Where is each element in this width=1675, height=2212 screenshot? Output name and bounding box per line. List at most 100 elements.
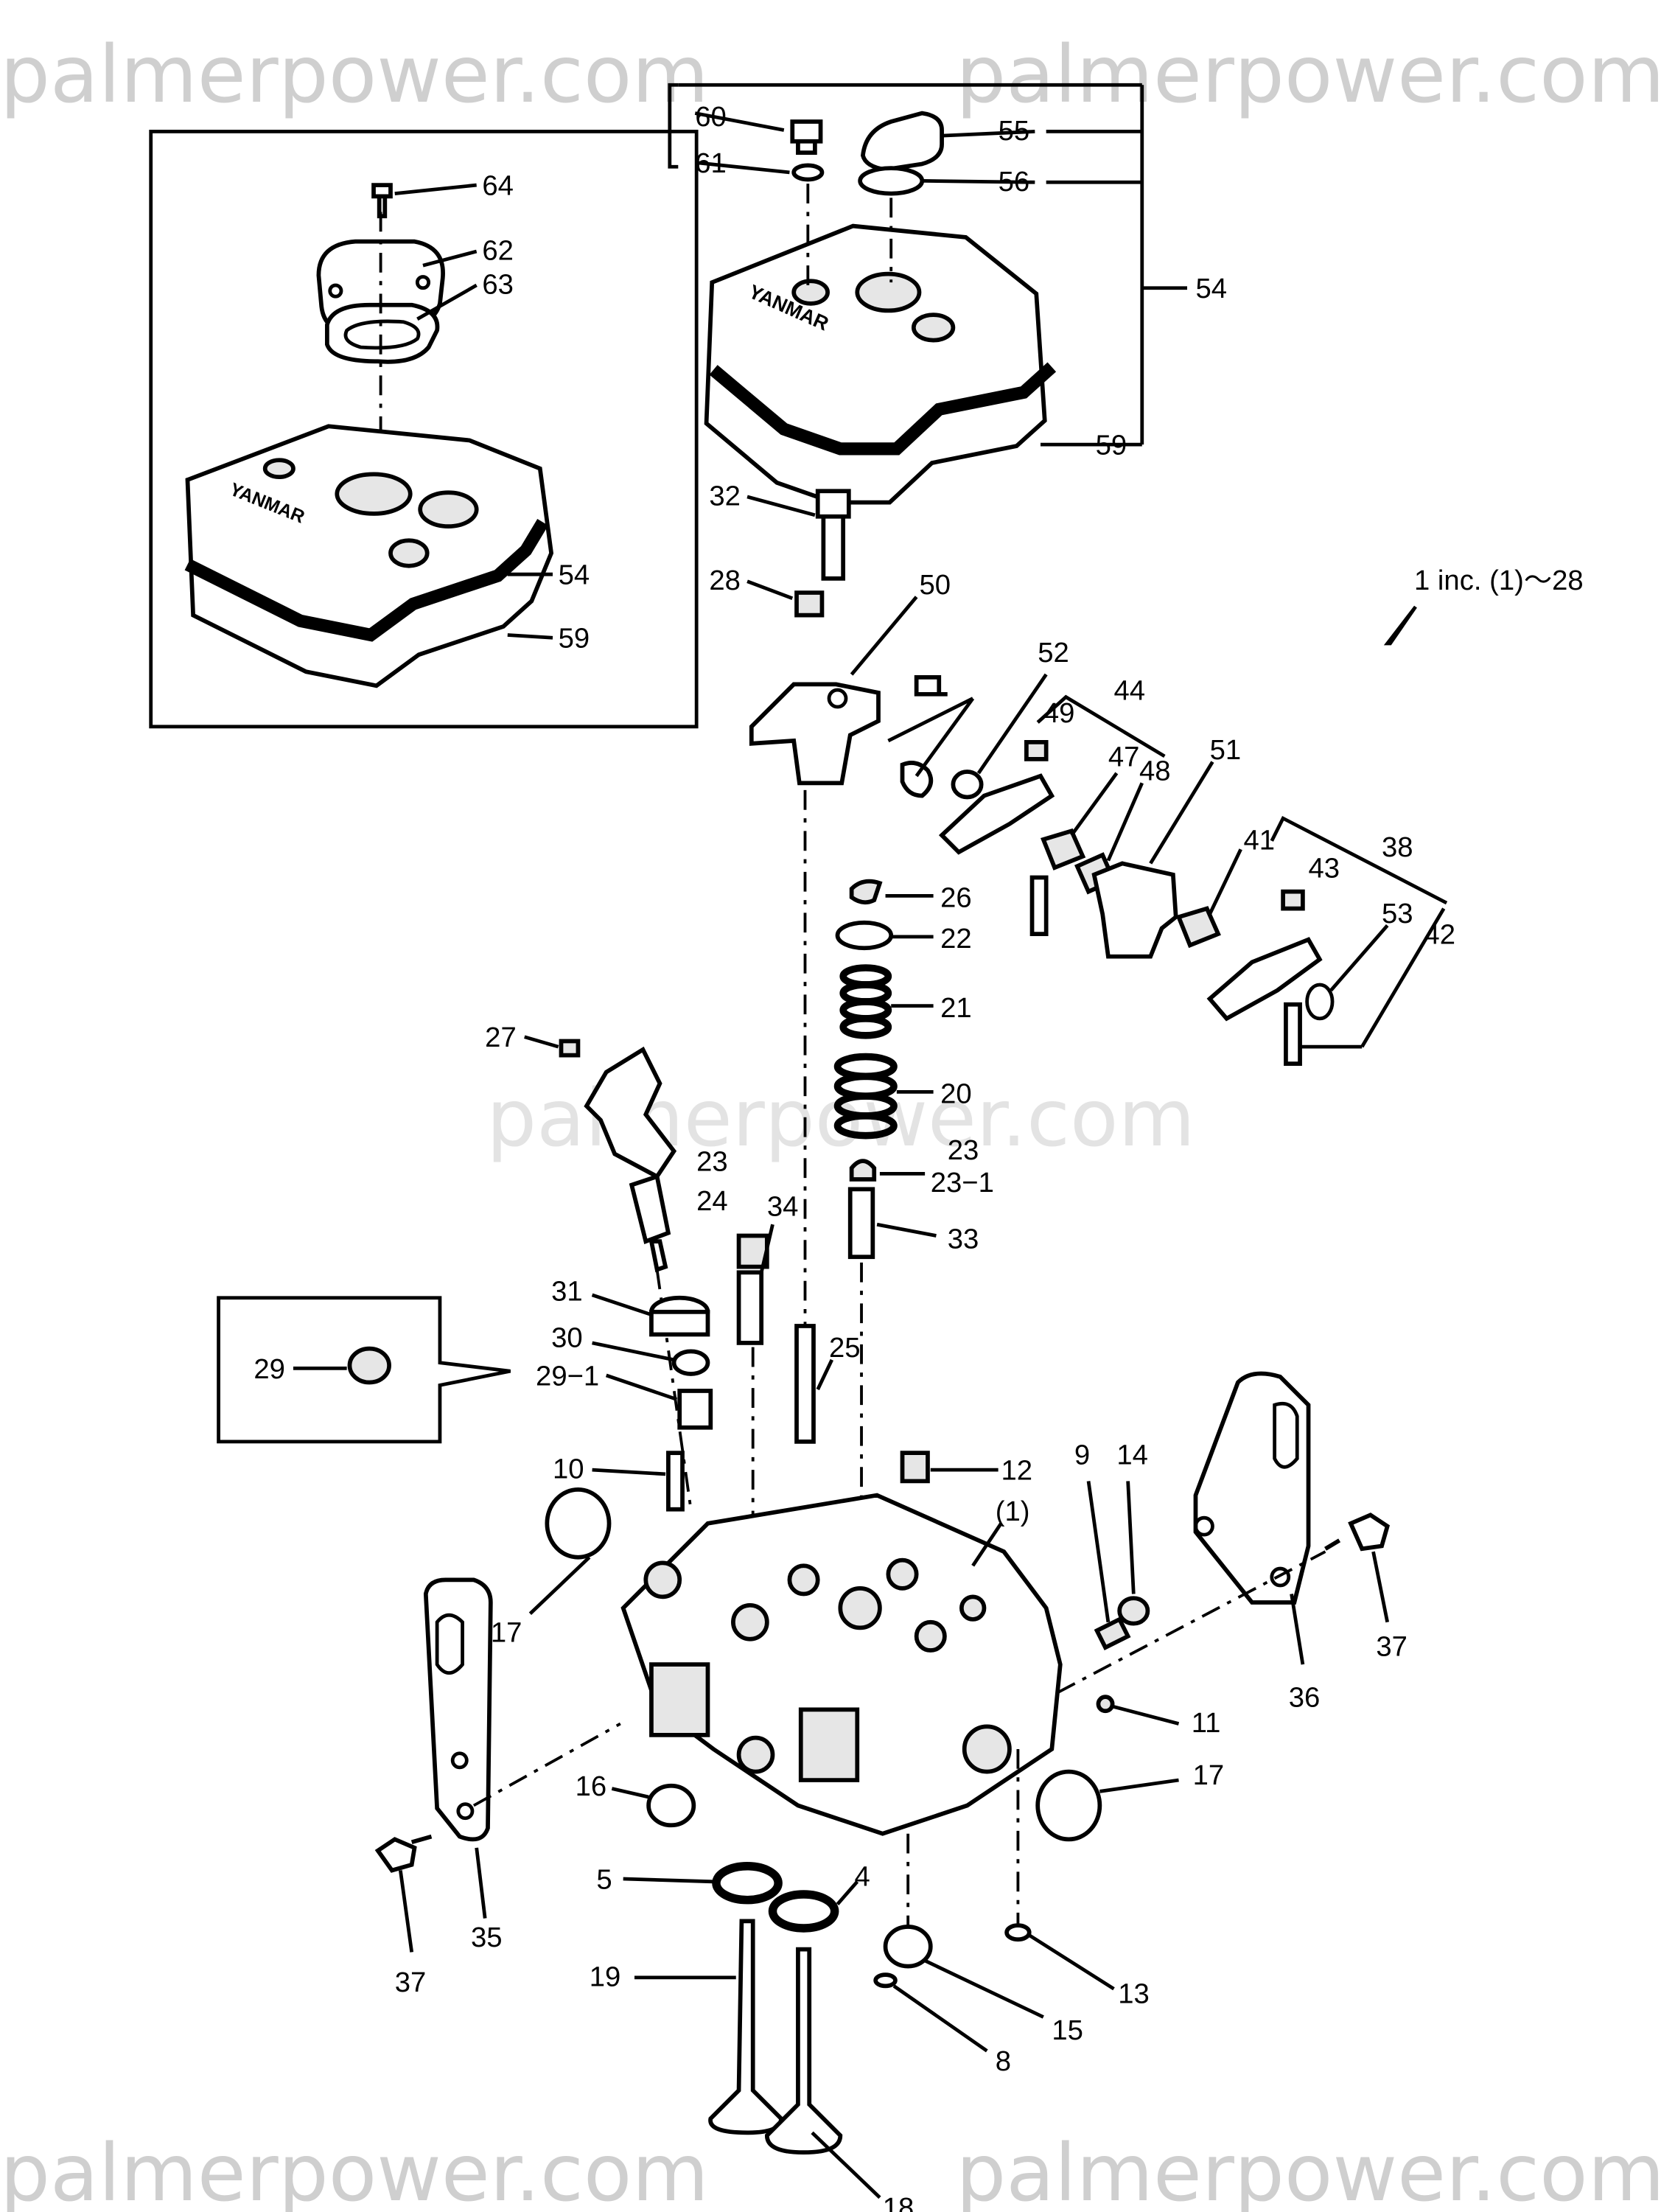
label-30: 30 [551, 1322, 583, 1354]
valve-train: 26 22 21 20 23 23−1 33 24 3 [696, 789, 994, 1665]
bolt-64 [371, 183, 393, 219]
cotter-26 [849, 879, 883, 905]
rocker-support-50 [749, 682, 881, 786]
label-31: 31 [551, 1276, 583, 1308]
spring-retainer-22 [835, 920, 894, 951]
washer-30 [671, 1349, 710, 1376]
rocker-cover-assembly: YANMAR 60 61 55 56 54 59 [668, 83, 1227, 505]
label-36: 36 [1289, 1682, 1321, 1714]
oil-filler-cap-55 [861, 111, 944, 172]
outer-spring-20 [833, 1053, 898, 1140]
circlip-53 [1305, 983, 1335, 1021]
callout-29 [217, 1296, 511, 1444]
rocker-arm-right [1206, 937, 1323, 1022]
cylinder-head-1 [620, 1493, 1063, 1836]
label-23-1: 23−1 [931, 1167, 994, 1199]
rocker-support-51 [1091, 861, 1178, 959]
plug-12 [900, 1451, 930, 1484]
label-49: 49 [1043, 697, 1075, 729]
rocker-cover-main [704, 223, 1047, 505]
fuel-injector [584, 1046, 677, 1179]
rocker-cover-alt [185, 424, 554, 688]
inset-frame [149, 130, 699, 729]
label-50: 50 [919, 569, 951, 601]
label-23-upper: 23 [948, 1134, 979, 1166]
nut-43 [1281, 889, 1305, 911]
bushing-41 [1175, 906, 1221, 949]
inset-alt-cover: YANMAR 64 62 63 54 59 [149, 130, 699, 729]
injector-assembly: 27 31 30 29−1 29 [217, 1022, 713, 1510]
label-27: 27 [485, 1022, 517, 1053]
label-10: 10 [553, 1454, 584, 1485]
watermark-bottom-left: palmerpower.com [0, 2128, 709, 2212]
sleeve-29-1 [677, 1389, 713, 1430]
plug-14 [1117, 1596, 1150, 1626]
label-63: 63 [482, 268, 514, 300]
label-60: 60 [695, 101, 727, 133]
cap-13 [1004, 1923, 1032, 1942]
note-text: 1 inc. (1)～28 [1414, 565, 1584, 596]
label-5: 5 [596, 1863, 612, 1895]
cap-nut-60 [790, 119, 823, 155]
label-54: 54 [1195, 273, 1227, 304]
nut-49 [1024, 739, 1049, 761]
label-25: 25 [829, 1332, 861, 1364]
plug-29 [347, 1346, 391, 1385]
label-28: 28 [709, 565, 741, 596]
plug-9 [1094, 1616, 1131, 1651]
stud-25 [794, 1324, 816, 1444]
o-ring-56 [858, 166, 925, 196]
label-59-inset: 59 [559, 623, 590, 655]
label-18: 18 [883, 2192, 915, 2212]
label-17-lower: 17 [1193, 1759, 1225, 1791]
label-4: 4 [854, 1861, 870, 1893]
label-48: 48 [1139, 756, 1171, 787]
label-14: 14 [1116, 1439, 1148, 1470]
plug-17-upper [545, 1487, 612, 1560]
cylinder-head-assembly: (1) 10 12 17 17 9 14 11 16 5 [374, 1371, 1408, 2212]
lifting-bracket-36 [1193, 1371, 1311, 1605]
label-22: 22 [940, 923, 972, 955]
watermark-bottom-right: palmerpower.com [956, 2128, 1665, 2212]
label-54-inset: 54 [559, 559, 590, 591]
label-23: 23 [696, 1146, 728, 1178]
label-1: (1) [996, 1496, 1030, 1527]
plug-16 [646, 1783, 696, 1828]
valve-guide-33 [847, 1187, 875, 1260]
label-24: 24 [696, 1185, 728, 1217]
label-13: 13 [1118, 1978, 1150, 2009]
label-9: 9 [1074, 1439, 1090, 1470]
label-19: 19 [590, 1961, 621, 1992]
bolt-37-left [374, 1834, 433, 1873]
bolt-37-right [1324, 1513, 1391, 1552]
label-52: 52 [1038, 637, 1069, 669]
label-21: 21 [940, 992, 972, 1024]
label-53: 53 [1382, 898, 1413, 929]
o-ring-5 [712, 1862, 783, 1905]
nut-27 [559, 1039, 581, 1058]
valve-19 [708, 1919, 783, 2135]
label-20: 20 [940, 1078, 972, 1110]
plug-17-lower [1035, 1769, 1102, 1842]
label-51: 51 [1210, 734, 1242, 766]
label-26: 26 [940, 882, 972, 914]
label-56: 56 [999, 166, 1030, 198]
inner-spring-21 [839, 964, 892, 1039]
valve-guide-34 [736, 1270, 764, 1345]
label-55: 55 [999, 115, 1030, 147]
valve-stem-seal-23-1 [849, 1159, 877, 1182]
label-32: 32 [709, 480, 741, 512]
note-arrow [1383, 605, 1417, 646]
cap-8 [873, 1972, 898, 1989]
label-15: 15 [1052, 2014, 1083, 2046]
cap-15 [883, 1925, 933, 1969]
bushing-47 [1041, 828, 1086, 871]
label-12: 12 [1001, 1455, 1032, 1487]
plug-11 [1096, 1695, 1115, 1714]
label-59: 59 [1096, 430, 1127, 461]
label-61: 61 [695, 147, 727, 179]
rocker-arm-parts: 32 28 50 52 44 49 47 48 51 [709, 480, 1455, 1066]
stud-bolt-32 [815, 489, 851, 581]
watermark-top-left: palmerpower.com [0, 29, 709, 121]
